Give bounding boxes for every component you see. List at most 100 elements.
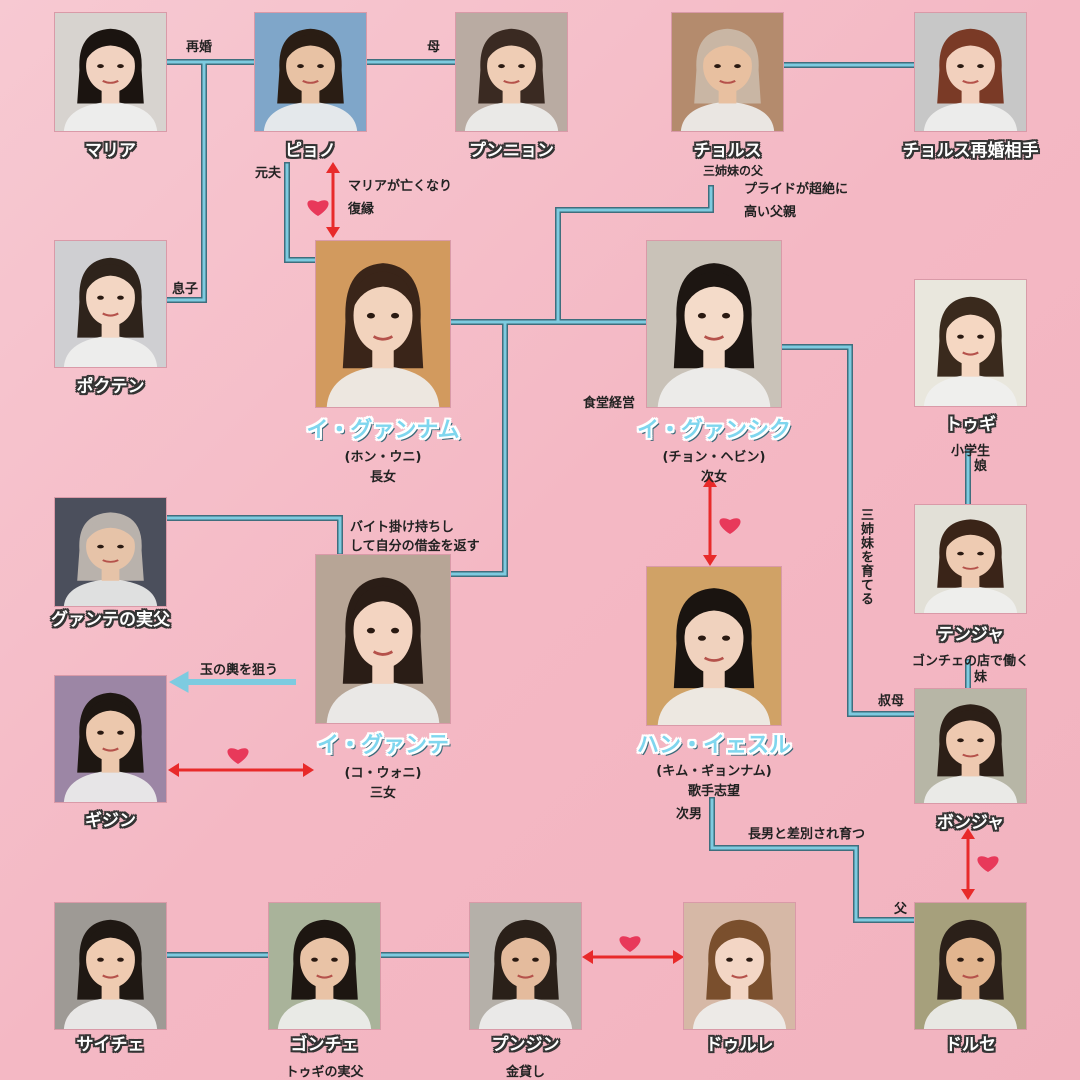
portrait-shoulders bbox=[478, 997, 573, 1029]
portrait-punnyon bbox=[455, 12, 568, 132]
subtitle-gwante: (コ・ウォニ) bbox=[344, 766, 422, 781]
portrait-face bbox=[487, 39, 536, 93]
name-pokuten: ポクテン bbox=[76, 377, 145, 397]
arrow-head-punjin-left bbox=[582, 950, 593, 964]
portrait-shoulders bbox=[923, 997, 1018, 1029]
portrait-face bbox=[86, 39, 135, 93]
label-pride: プライドが超絶に bbox=[744, 182, 849, 197]
portrait-gwansik bbox=[646, 240, 782, 408]
heart-pyono-gwannam-icon bbox=[307, 200, 329, 216]
name-punnyon: プンニョン bbox=[469, 141, 554, 161]
label-high-father: 高い父親 bbox=[744, 205, 797, 220]
arrow-goldbox-head bbox=[168, 671, 189, 693]
line-sisters-gwante bbox=[450, 320, 507, 576]
portrait-hair-front bbox=[701, 34, 754, 63]
arrow-head-kijin-left bbox=[168, 763, 179, 777]
arrow-head-dorse-down bbox=[961, 889, 975, 900]
label-aunt: 叔母 bbox=[878, 694, 905, 709]
line-chorusu-sisters bbox=[556, 186, 713, 324]
name-hanisul: ハン・イェスル bbox=[636, 733, 792, 758]
name-gwansik: イ・グァンシク bbox=[636, 418, 792, 443]
heart-punjin-dorure-icon bbox=[619, 936, 641, 952]
portrait-hair-front bbox=[84, 34, 137, 63]
name-dorse: ドルセ bbox=[945, 1035, 996, 1055]
portrait-shoulders bbox=[657, 685, 771, 725]
label-goldbox: 玉の輿を狙う bbox=[200, 663, 279, 678]
subtitle-hanisul: 歌手志望 bbox=[687, 784, 741, 799]
arrow-head-gwansik-up bbox=[703, 476, 717, 487]
portrait-hair-front bbox=[944, 926, 997, 956]
subtitle-gwannam: (ホン・ウニ) bbox=[344, 450, 422, 465]
portrait-hair-front bbox=[944, 524, 997, 550]
line-father-gwante-edge bbox=[165, 515, 343, 555]
label-ex-husband: 元夫 bbox=[255, 166, 282, 181]
arrow-head-bonja-up bbox=[961, 828, 975, 839]
line-pyono-gwannam-edge bbox=[284, 162, 318, 263]
portrait-hair-front bbox=[944, 303, 997, 333]
portrait-kijin bbox=[54, 675, 167, 803]
portrait-shoulders bbox=[680, 101, 775, 131]
name-chorusu: チョルス bbox=[693, 141, 762, 161]
label-reunite: 復縁 bbox=[348, 202, 375, 217]
portrait-shoulders bbox=[63, 101, 158, 131]
name-chorusu_wife: チョルス再婚相手 bbox=[902, 141, 1039, 161]
name-gonche: ゴンチェ bbox=[290, 1035, 359, 1055]
label-younger-sister: 妹 bbox=[974, 670, 988, 685]
portrait-face bbox=[286, 39, 335, 93]
subtitle-toogi: 小学生 bbox=[950, 444, 991, 459]
portrait-dorure bbox=[683, 902, 796, 1030]
portrait-face bbox=[684, 278, 744, 354]
label-mother: 母 bbox=[427, 40, 441, 55]
name-pyono: ピョノ bbox=[285, 141, 336, 161]
name-dorure: ドゥルレ bbox=[705, 1035, 774, 1055]
arrow-head-dorure-right bbox=[673, 950, 684, 964]
subtitle-gwansik: 次女 bbox=[700, 470, 728, 485]
subtitle-gonche: トゥギの実父 bbox=[285, 1065, 364, 1080]
name-gwante: イ・グァンテ bbox=[316, 733, 450, 758]
subtitle-gwante: 三女 bbox=[369, 786, 397, 801]
label-parttime-2: して自分の借金を返す bbox=[350, 539, 480, 554]
arrow-head-hanisul-down bbox=[703, 555, 717, 566]
portrait-gonche bbox=[268, 902, 381, 1030]
portrait-hair-front bbox=[352, 271, 414, 311]
portrait-face bbox=[946, 308, 995, 366]
portrait-face bbox=[946, 931, 995, 989]
subtitle-tenja: ゴンチェの店で働く bbox=[911, 654, 1030, 669]
portrait-shoulders bbox=[923, 374, 1018, 406]
label-daughter: 娘 bbox=[974, 459, 988, 474]
portrait-gwante_father bbox=[54, 497, 167, 607]
portrait-shoulders bbox=[464, 101, 559, 131]
portrait-tenja bbox=[914, 504, 1027, 614]
portrait-chorusu_wife bbox=[914, 12, 1027, 132]
portrait-dorse bbox=[914, 902, 1027, 1030]
arrow-head-pyono-up bbox=[326, 162, 340, 173]
portrait-shoulders bbox=[657, 365, 771, 407]
label-maria-died: マリアが亡くなり bbox=[348, 179, 453, 194]
portrait-hair-front bbox=[944, 709, 997, 737]
arrow-head-gwannam-down bbox=[326, 227, 340, 238]
portrait-hair-front bbox=[485, 34, 538, 63]
subtitle-gwansik: (チョン・ヘビン) bbox=[662, 450, 766, 465]
portrait-hair-front bbox=[84, 264, 137, 294]
portrait-hair-front bbox=[499, 926, 552, 956]
portrait-shoulders bbox=[63, 335, 158, 367]
portrait-hair-front bbox=[683, 595, 745, 633]
portrait-hair-front bbox=[683, 271, 745, 311]
portrait-hair-front bbox=[944, 34, 997, 63]
label-father: 父 bbox=[894, 902, 908, 917]
portrait-face bbox=[353, 592, 413, 669]
portrait-gwannam bbox=[315, 240, 451, 408]
portrait-hair-front bbox=[84, 517, 137, 543]
portrait-shoulders bbox=[326, 365, 440, 407]
label-raised: 三姉妹を育てる bbox=[858, 508, 873, 606]
portrait-face bbox=[86, 269, 135, 327]
portrait-hair-front bbox=[84, 699, 137, 729]
portrait-hair-front bbox=[713, 926, 766, 956]
portrait-shoulders bbox=[63, 997, 158, 1029]
name-gwante_father: グァンテの実父 bbox=[51, 610, 170, 630]
portrait-chorusu bbox=[671, 12, 784, 132]
portrait-face bbox=[86, 931, 135, 989]
portrait-face bbox=[86, 522, 135, 571]
line-remarriage-to-pokuten-edge bbox=[165, 59, 207, 303]
portrait-face bbox=[684, 602, 744, 674]
